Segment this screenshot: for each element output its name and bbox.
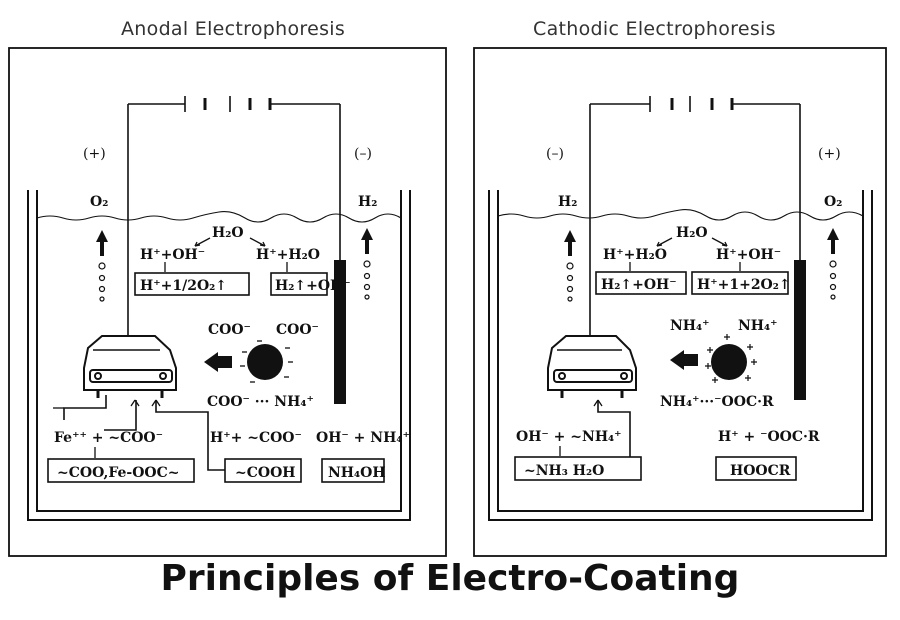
anodal-oh-reaction: OH⁻ + NH₄⁺ bbox=[316, 430, 410, 446]
anodal-water-surface bbox=[36, 211, 402, 223]
electrocoating-diagram: (+) (–) O₂ H₂ H₂O H⁺+OH⁻ H⁺+H₂O H⁺+1/2O₂… bbox=[8, 47, 887, 557]
anodal-paint-particle bbox=[247, 344, 283, 380]
cathodic-nh-ooc: NH₄⁺···⁻OOC·R bbox=[660, 394, 774, 410]
anodal-oh-product: NH₄OH bbox=[328, 465, 386, 481]
anodal-frame bbox=[8, 47, 447, 557]
cathodic-left-polarity: (–) bbox=[546, 146, 564, 162]
cathodic-nh-right: NH₄⁺ bbox=[738, 318, 778, 334]
cathodic-right-polarity: (+) bbox=[818, 146, 841, 162]
anodal-water: H₂O bbox=[212, 225, 244, 241]
cathodic-gas-left: H₂ bbox=[558, 194, 577, 210]
anodal-fe-reaction: Fe⁺⁺ + ~COO⁻ bbox=[54, 430, 163, 446]
cathodic-frame bbox=[473, 47, 887, 557]
anodal-gas-left: O₂ bbox=[90, 194, 108, 210]
anodal-title: Anodal Electrophoresis bbox=[121, 18, 346, 40]
anodal-h-reaction: H⁺+ ~COO⁻ bbox=[210, 430, 302, 446]
cathodic-anode-bar bbox=[794, 260, 806, 400]
anodal-coo-right: COO⁻ bbox=[276, 322, 319, 338]
cathodic-box-right: H⁺+1+2O₂↑ bbox=[697, 277, 791, 293]
cathodic-oh-product: ~NH₃ H₂O bbox=[524, 463, 604, 479]
anodal-car-workpiece bbox=[83, 335, 177, 398]
anodal-box-right: H₂↑+OH⁻ bbox=[275, 278, 351, 294]
cathodic-paint-particle bbox=[711, 344, 747, 380]
anodal-left-polarity: (+) bbox=[83, 146, 106, 162]
cathodic-dissoc-right: H⁺+OH⁻ bbox=[716, 247, 781, 263]
cathodic-water: H₂O bbox=[676, 225, 708, 241]
page-title: Principles of Electro-Coating bbox=[160, 558, 740, 599]
cathodic-box-left: H₂↑+OH⁻ bbox=[601, 277, 677, 293]
anodal-dissoc-left: H⁺+OH⁻ bbox=[140, 247, 205, 263]
cathodic-h-reaction: H⁺ + ⁻OOC·R bbox=[718, 429, 820, 445]
cathodic-car-workpiece bbox=[547, 335, 637, 398]
cathodic-dissoc-left: H⁺+H₂O bbox=[603, 247, 667, 263]
anodal-coo-nh: COO⁻ ··· NH₄⁺ bbox=[207, 394, 314, 410]
anodal-box-left: H⁺+1/2O₂↑ bbox=[140, 278, 227, 294]
cathodic-title: Cathodic Electrophoresis bbox=[533, 18, 776, 40]
cathodic-water-surface bbox=[497, 209, 864, 221]
anodal-cathode-bar bbox=[334, 260, 346, 404]
anodal-dissoc-right: H⁺+H₂O bbox=[256, 247, 320, 263]
cathodic-oh-reaction: OH⁻ + ~NH₄⁺ bbox=[516, 429, 622, 445]
cathodic-nh-left: NH₄⁺ bbox=[670, 318, 710, 334]
anodal-coo-left: COO⁻ bbox=[208, 322, 251, 338]
anodal-gas-right: H₂ bbox=[358, 194, 377, 210]
cathodic-gas-right: O₂ bbox=[824, 194, 842, 210]
anodal-fe-product: ~COO,Fe-OOC~ bbox=[57, 465, 179, 481]
cathodic-h-product: HOOCR bbox=[730, 463, 791, 479]
anodal-h-product: ~COOH bbox=[235, 465, 296, 481]
anodal-right-polarity: (–) bbox=[354, 146, 372, 162]
